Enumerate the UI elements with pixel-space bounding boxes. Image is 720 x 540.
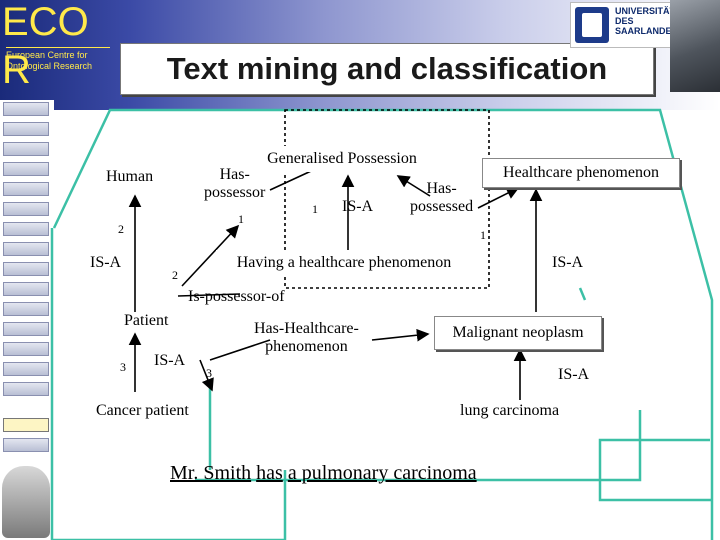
nav-button[interactable] [3,162,49,176]
teal-connector-mal [578,287,587,301]
node-having-healthcare-box: Having a healthcare phenomenon [216,250,472,276]
nav-button[interactable] [3,262,49,276]
nav-button[interactable] [3,282,49,296]
university-line2: DES [615,16,634,26]
has-healthcare-link [209,339,271,361]
teal-connector-lung [195,410,642,482]
label-isa-lung: IS-A [558,366,590,383]
label-isa-left: IS-A [90,254,122,271]
node-has-possessed: Has- possessed [410,180,474,215]
node-having-healthcare: Having a healthcare phenomenon [236,254,452,271]
nav-button[interactable] [3,142,49,156]
marker-cancer-3: 3 [206,366,212,380]
sentence-pulmonary-carcinoma: a pulmonary carcinoma [287,462,477,484]
university-name: UNIVERSITÄT DES SAARLANDES [615,6,678,36]
university-seal-icon [575,7,609,43]
nav-button[interactable] [3,222,49,236]
building-photo [670,0,720,92]
teal-connector-left [50,228,287,540]
ecor-logo: ECO R [2,0,110,92]
node-lung-carcinoma: lung carcinoma [460,402,560,419]
logo-line2: R [2,48,31,92]
label-isa-patient: IS-A [154,352,186,369]
nav-button[interactable] [3,102,49,116]
possessed-to-healthcare-arrow [477,187,520,209]
teal-connector-right [52,108,714,540]
nav-button[interactable] [3,438,49,452]
nav-button[interactable] [3,242,49,256]
university-logo: UNIVERSITÄT DES SAARLANDES [570,2,678,48]
logo-line1: ECO [2,0,89,44]
patient-possessor-line [177,293,241,297]
slide-title: Text mining and classification [166,51,608,86]
sentence-mr-smith: Mr. Smith [170,462,252,484]
marker-center-1: 1 [312,202,318,216]
nav-button[interactable] [3,362,49,376]
nav-button[interactable] [3,182,49,196]
node-healthcare-phenomenon: Healthcare phenomenon [503,164,659,181]
dashed-group-box [284,109,490,289]
nav-button[interactable] [3,342,49,356]
university-line1: UNIVERSITÄT [615,6,676,16]
slide-title-box: Text mining and classification [120,43,654,95]
node-cancer-patient: Cancer patient [96,402,189,419]
node-patient: Patient [124,312,169,329]
nav-button[interactable] [3,122,49,136]
node-has-possessor: Has- possessor [204,166,266,201]
aristotle-bust-image [2,466,50,538]
nav-button[interactable] [3,202,49,216]
label-isa-center: IS-A [342,198,374,215]
marker-right-1: 1 [480,228,486,242]
marker-center-2: 2 [172,268,178,282]
node-generalised-possession: Generalised Possession [267,150,417,167]
university-line3: SAARLANDES [615,26,678,36]
nav-button[interactable] [3,382,49,396]
sentence-has: has [256,462,283,484]
nav-button[interactable] [3,322,49,336]
node-healthcare-phenomenon-box: Healthcare phenomenon [482,158,680,188]
marker-left-2: 2 [118,222,124,236]
to-cancer-arrow [199,359,214,392]
possessed-to-generalised-arrow [396,175,431,197]
node-generalised-possession-box: Generalised Possession [252,146,432,172]
label-is-possessor-of: Is-possessor-of [188,288,285,305]
has-healthcare-to-malignant-arrow [371,328,430,342]
nav-button[interactable] [3,302,49,316]
marker-possessor-1: 1 [238,212,244,226]
node-human: Human [106,168,154,185]
node-has-healthcare-phenomenon: Has-Healthcare- phenomenon [254,320,359,355]
nav-button-active[interactable] [3,418,49,432]
logo-subtitle: European Centre for Ontological Research [6,50,93,71]
label-isa-right: IS-A [552,254,584,271]
marker-patient-3: 3 [120,360,126,374]
logo-divider [6,47,110,48]
patient-to-possessor-arrow [181,224,240,287]
node-malignant-neoplasm-box: Malignant neoplasm [434,316,602,350]
example-sentence: Mr. Smith has a pulmonary carcinoma [170,462,477,485]
node-malignant-neoplasm: Malignant neoplasm [452,324,584,341]
